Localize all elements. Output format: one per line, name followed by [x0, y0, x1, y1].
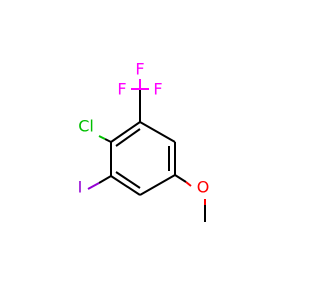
- bond-ring-cl-a: [104, 138, 112, 143]
- bond-ring-cl-b: [98, 135, 106, 140]
- bond-ring-o-b: [185, 181, 192, 187]
- bond-c3-c4: [139, 174, 176, 196]
- atom-label-f-right: F: [153, 80, 162, 99]
- atom-label-cl: Cl: [78, 117, 94, 136]
- bond-c4-c5: [110, 175, 141, 196]
- atom-labels: F F F Cl I O: [78, 60, 210, 197]
- atom-label-iodine: I: [78, 178, 83, 197]
- bond-c4-c5-inner: [115, 171, 141, 189]
- bond-c6-c1: [110, 121, 141, 143]
- bond-ring-i-a: [98, 175, 112, 184]
- bond-c6-c1-inner: [115, 128, 141, 147]
- bond-ring-i-b: [87, 182, 100, 190]
- atom-label-f-top: F: [135, 60, 144, 79]
- atom-label-oxygen: O: [197, 178, 210, 197]
- bond-c1-c2: [139, 121, 176, 143]
- bond-layer: [87, 79, 206, 222]
- bond-ring-o-a: [174, 174, 187, 183]
- molecule-structure: F F F Cl I O: [77, 59, 210, 222]
- atom-label-f-left: F: [117, 80, 126, 99]
